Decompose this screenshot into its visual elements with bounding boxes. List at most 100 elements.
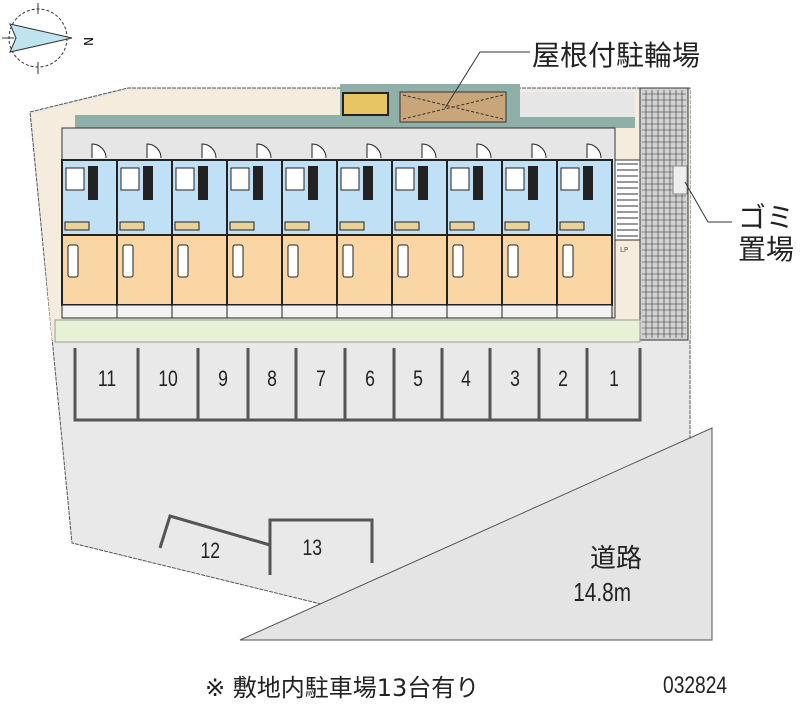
furniture-icon — [562, 244, 574, 278]
furniture-icon — [452, 244, 464, 278]
parking-space-label: 13 — [302, 535, 323, 560]
bath-icon — [473, 166, 483, 200]
apartment-unit — [281, 143, 338, 319]
garbage-label-line2: 置場 — [738, 233, 795, 266]
shelf-icon — [394, 221, 420, 231]
garbage-label-line1: ゴミ — [738, 201, 795, 234]
kitchen-icon — [395, 167, 415, 191]
door-icon — [421, 143, 437, 159]
apartment-unit — [171, 143, 228, 319]
bath-icon — [583, 166, 593, 200]
door-icon — [201, 143, 217, 159]
kitchen-icon — [120, 167, 140, 191]
parking-space-label: 3 — [509, 366, 520, 391]
kitchen-icon — [285, 167, 305, 191]
bath-icon — [253, 166, 263, 200]
bath-icon — [198, 166, 208, 200]
furniture-icon — [342, 244, 354, 278]
furniture-icon — [67, 244, 79, 278]
unit-balcony — [501, 304, 558, 319]
property-code: 032824 — [663, 672, 728, 699]
shelf-icon — [284, 221, 310, 231]
unit-balcony — [281, 304, 338, 319]
apartment-unit — [226, 143, 283, 319]
bath-icon — [308, 166, 318, 200]
bath-icon — [88, 166, 98, 200]
door-icon — [91, 143, 107, 159]
door-icon — [586, 143, 602, 159]
kitchen-icon — [505, 167, 525, 191]
parking-footnote: ※ 敷地内駐車場13台有り — [205, 674, 480, 702]
apartment-unit — [391, 143, 448, 319]
parking-space-label: 11 — [97, 366, 116, 391]
furniture-icon — [287, 244, 299, 278]
bath-icon — [528, 166, 538, 200]
parking-space-label: 12 — [200, 538, 221, 563]
apartment-unit — [336, 143, 393, 319]
door-icon — [256, 143, 272, 159]
shelf-icon — [559, 221, 585, 231]
parking-space-label: 1 — [608, 366, 619, 391]
furniture-icon — [122, 244, 134, 278]
road — [239, 427, 713, 641]
shelf-icon — [119, 221, 145, 231]
door-icon — [531, 143, 547, 159]
stair-label: LP — [620, 246, 628, 254]
parking-space-12-outline — [158, 514, 271, 549]
parking-space-label: 2 — [558, 366, 568, 391]
unit-balcony — [61, 304, 118, 319]
kitchen-icon — [340, 167, 360, 191]
parking-area — [73, 348, 642, 422]
apartment-unit — [446, 143, 503, 319]
parking-space-label: 8 — [267, 366, 277, 391]
bath-icon — [143, 166, 153, 200]
apartment-unit — [116, 143, 173, 319]
furniture-icon — [397, 244, 409, 278]
shelf-icon — [339, 221, 365, 231]
door-icon — [311, 143, 327, 159]
unit-balcony — [336, 304, 393, 319]
kitchen-icon — [230, 167, 250, 191]
kitchen-icon — [560, 167, 580, 191]
parking-space-label: 4 — [461, 366, 471, 391]
apartment-unit — [501, 143, 558, 319]
door-icon — [476, 143, 492, 159]
unit-balcony — [391, 304, 448, 319]
furniture-icon — [232, 244, 244, 278]
parking-space-label: 6 — [364, 366, 375, 391]
kitchen-icon — [175, 167, 195, 191]
apartment-unit — [556, 143, 613, 319]
parking-space-13-outline — [268, 518, 374, 575]
kitchen-icon — [65, 167, 85, 191]
parking-space-label: 5 — [413, 366, 423, 391]
bath-icon — [363, 166, 373, 200]
road-label: 道路 — [590, 544, 643, 574]
unit-balcony — [446, 304, 503, 319]
shelf-icon — [174, 221, 200, 231]
furniture-icon — [177, 244, 189, 278]
kitchen-icon — [450, 167, 470, 191]
apartment-unit — [61, 143, 118, 319]
shelf-icon — [229, 221, 255, 231]
garbage-area — [672, 165, 688, 195]
unit-balcony — [171, 304, 228, 319]
door-icon — [146, 143, 162, 159]
planting-strip — [54, 319, 641, 343]
bike-parking-label: 屋根付駐輪場 — [532, 39, 701, 72]
compass-icon — [2, 3, 73, 74]
parking-space-label: 7 — [315, 366, 326, 391]
bike-rack-icon — [342, 92, 389, 116]
furniture-icon — [507, 244, 519, 278]
parking-space-label: 9 — [218, 366, 228, 391]
door-icon — [366, 143, 382, 159]
unit-balcony — [226, 304, 283, 319]
shelf-icon — [64, 221, 90, 231]
unit-balcony — [116, 304, 173, 319]
shelf-icon — [504, 221, 530, 231]
road-width: 14.8m — [573, 577, 632, 607]
shelf-icon — [449, 221, 475, 231]
compass-n-label: N — [81, 37, 95, 46]
bath-icon — [418, 166, 428, 200]
